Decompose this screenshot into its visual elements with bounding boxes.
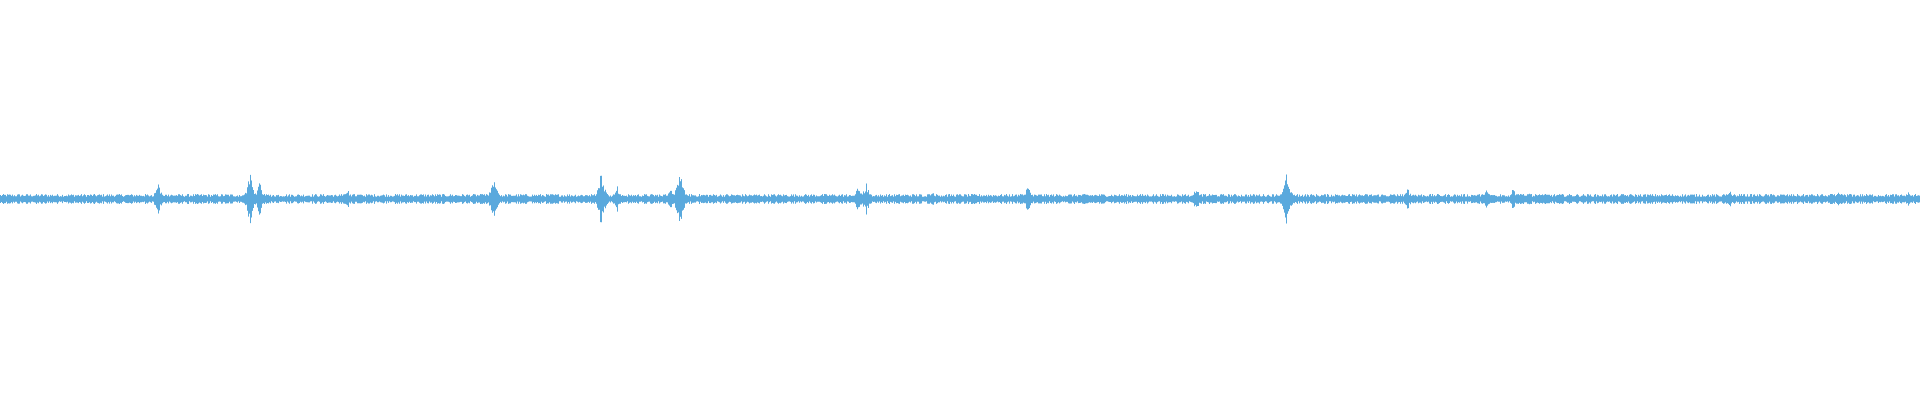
waveform-trace (0, 174, 1920, 224)
